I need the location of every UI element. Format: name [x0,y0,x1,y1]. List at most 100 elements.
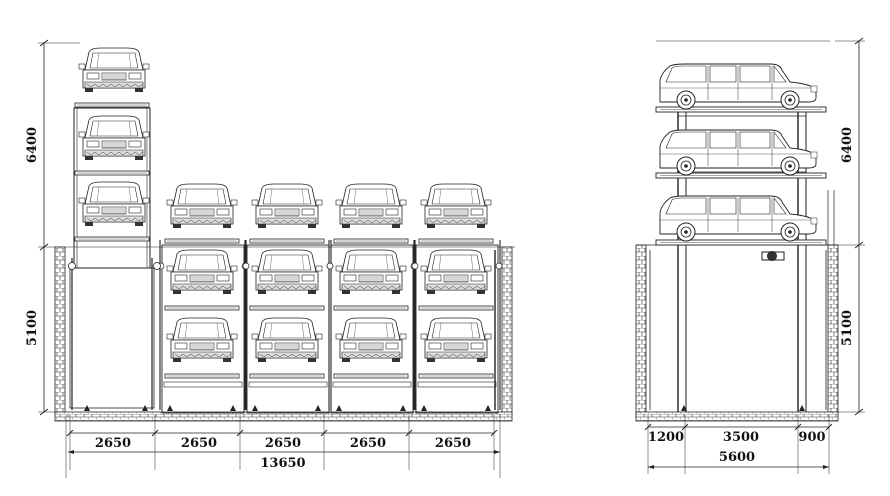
pallet-stack-2-low [249,373,325,379]
dimension-tick [854,37,864,45]
side-pit-wall-right [827,244,839,418]
car-stack-1-top [166,183,238,229]
anchor-mark [252,405,258,411]
dimension-tick [151,429,159,437]
stack-base [248,381,328,388]
guide-roller [326,262,334,270]
dimension-tick [66,429,74,437]
front-bay-3-label: 2650 [265,436,301,451]
van-mid [659,129,818,176]
dimension-tick [236,429,244,437]
side-dimension-arrow [648,465,654,469]
car-tower-low [78,181,150,227]
stack-base [163,381,243,388]
anchor-mark [230,405,236,411]
car-stack-4-low [420,317,492,363]
side-segment-1-label: 1200 [648,430,684,445]
pallet-tower-top [74,102,150,108]
anchor-mark [400,405,406,411]
pallet-stack-3-mid [333,305,409,311]
dimension-tick [854,408,864,416]
front-bay-5-label: 2650 [435,436,471,451]
anchor-mark [167,405,173,411]
guide-roller [68,262,76,270]
side-depth-below-label: 5100 [840,310,855,346]
car-stack-4-mid [420,249,492,295]
side-anchor-mark [681,405,687,411]
van-top [659,63,818,110]
side-dimension-tick [681,423,689,431]
side-total-width-label: 5600 [719,450,755,465]
dimension-tick [39,408,49,416]
pallet-stack-4-top [418,238,494,244]
side-anchor-mark [799,405,805,411]
anchor-mark [142,405,148,411]
dimension-tick [490,429,498,437]
pallet-stack-3-top [333,238,409,244]
side-dimension-arrow [823,465,829,469]
side-height-above-label: 6400 [840,127,855,163]
front-total-width-label: 13650 [260,456,305,471]
pallet-stack-3-low [333,373,409,379]
side-dimension-tick [825,423,833,431]
car-stack-3-mid [335,249,407,295]
side-dimension-tick [794,423,802,431]
pallet-tower-low [74,236,150,242]
pallet-stack-2-mid [249,305,325,311]
dimension-tick [39,39,49,47]
stack-base [417,381,497,388]
dimension-tick [854,241,864,249]
car-tower-top [78,47,150,93]
pit-wall-left [54,246,66,416]
stack-base [332,381,412,388]
car-stack-2-mid [251,249,323,295]
front-bay-2-label: 2650 [181,436,217,451]
car-stack-2-low [251,317,323,363]
pit-floor [54,411,513,422]
pallet-stack-2-top [249,238,325,244]
van-low [659,195,818,242]
car-tower-mid [78,115,150,161]
front-bay-1-label: 2650 [95,436,131,451]
guide-roller [411,262,419,270]
guide-roller [242,262,250,270]
car-stack-3-low [335,317,407,363]
dimension-tick [39,243,49,251]
technical-drawing [38,37,865,478]
dimension-tick [320,429,328,437]
anchor-mark [336,405,342,411]
dimension-arrow [494,450,500,454]
anchor-mark [84,405,90,411]
side-segment-2-label: 3500 [723,430,759,445]
stack-frame [161,244,245,414]
car-stack-1-mid [166,249,238,295]
stack-frame [415,244,499,414]
car-stack-3-top [335,183,407,229]
anchor-mark [421,405,427,411]
stack-frame [330,244,414,414]
guide-roller [153,262,161,270]
guide-roller [495,262,503,270]
pallet-stack-4-low [418,373,494,379]
pallet-stack-1-top [164,238,240,244]
side-segment-3-label: 900 [798,430,825,445]
car-stack-2-top [251,183,323,229]
pit-void-frame [69,267,155,409]
front-height-above-label: 6400 [25,127,40,163]
side-pit-wall-left [635,244,647,418]
pallet-tower-mid [74,170,150,176]
anchor-mark [485,405,491,411]
dimension-arrow [68,450,74,454]
pallet-stack-1-mid [164,305,240,311]
pallet-stack-4-mid [418,305,494,311]
pit-wall-right [501,246,513,416]
car-stack-1-low [166,317,238,363]
anchor-mark [315,405,321,411]
side-dimension-tick [644,423,652,431]
front-bay-4-label: 2650 [350,436,386,451]
front-depth-below-label: 5100 [25,310,40,346]
side-pit-floor [635,411,839,422]
motor-housing [761,251,785,261]
motor-unit [767,251,777,261]
